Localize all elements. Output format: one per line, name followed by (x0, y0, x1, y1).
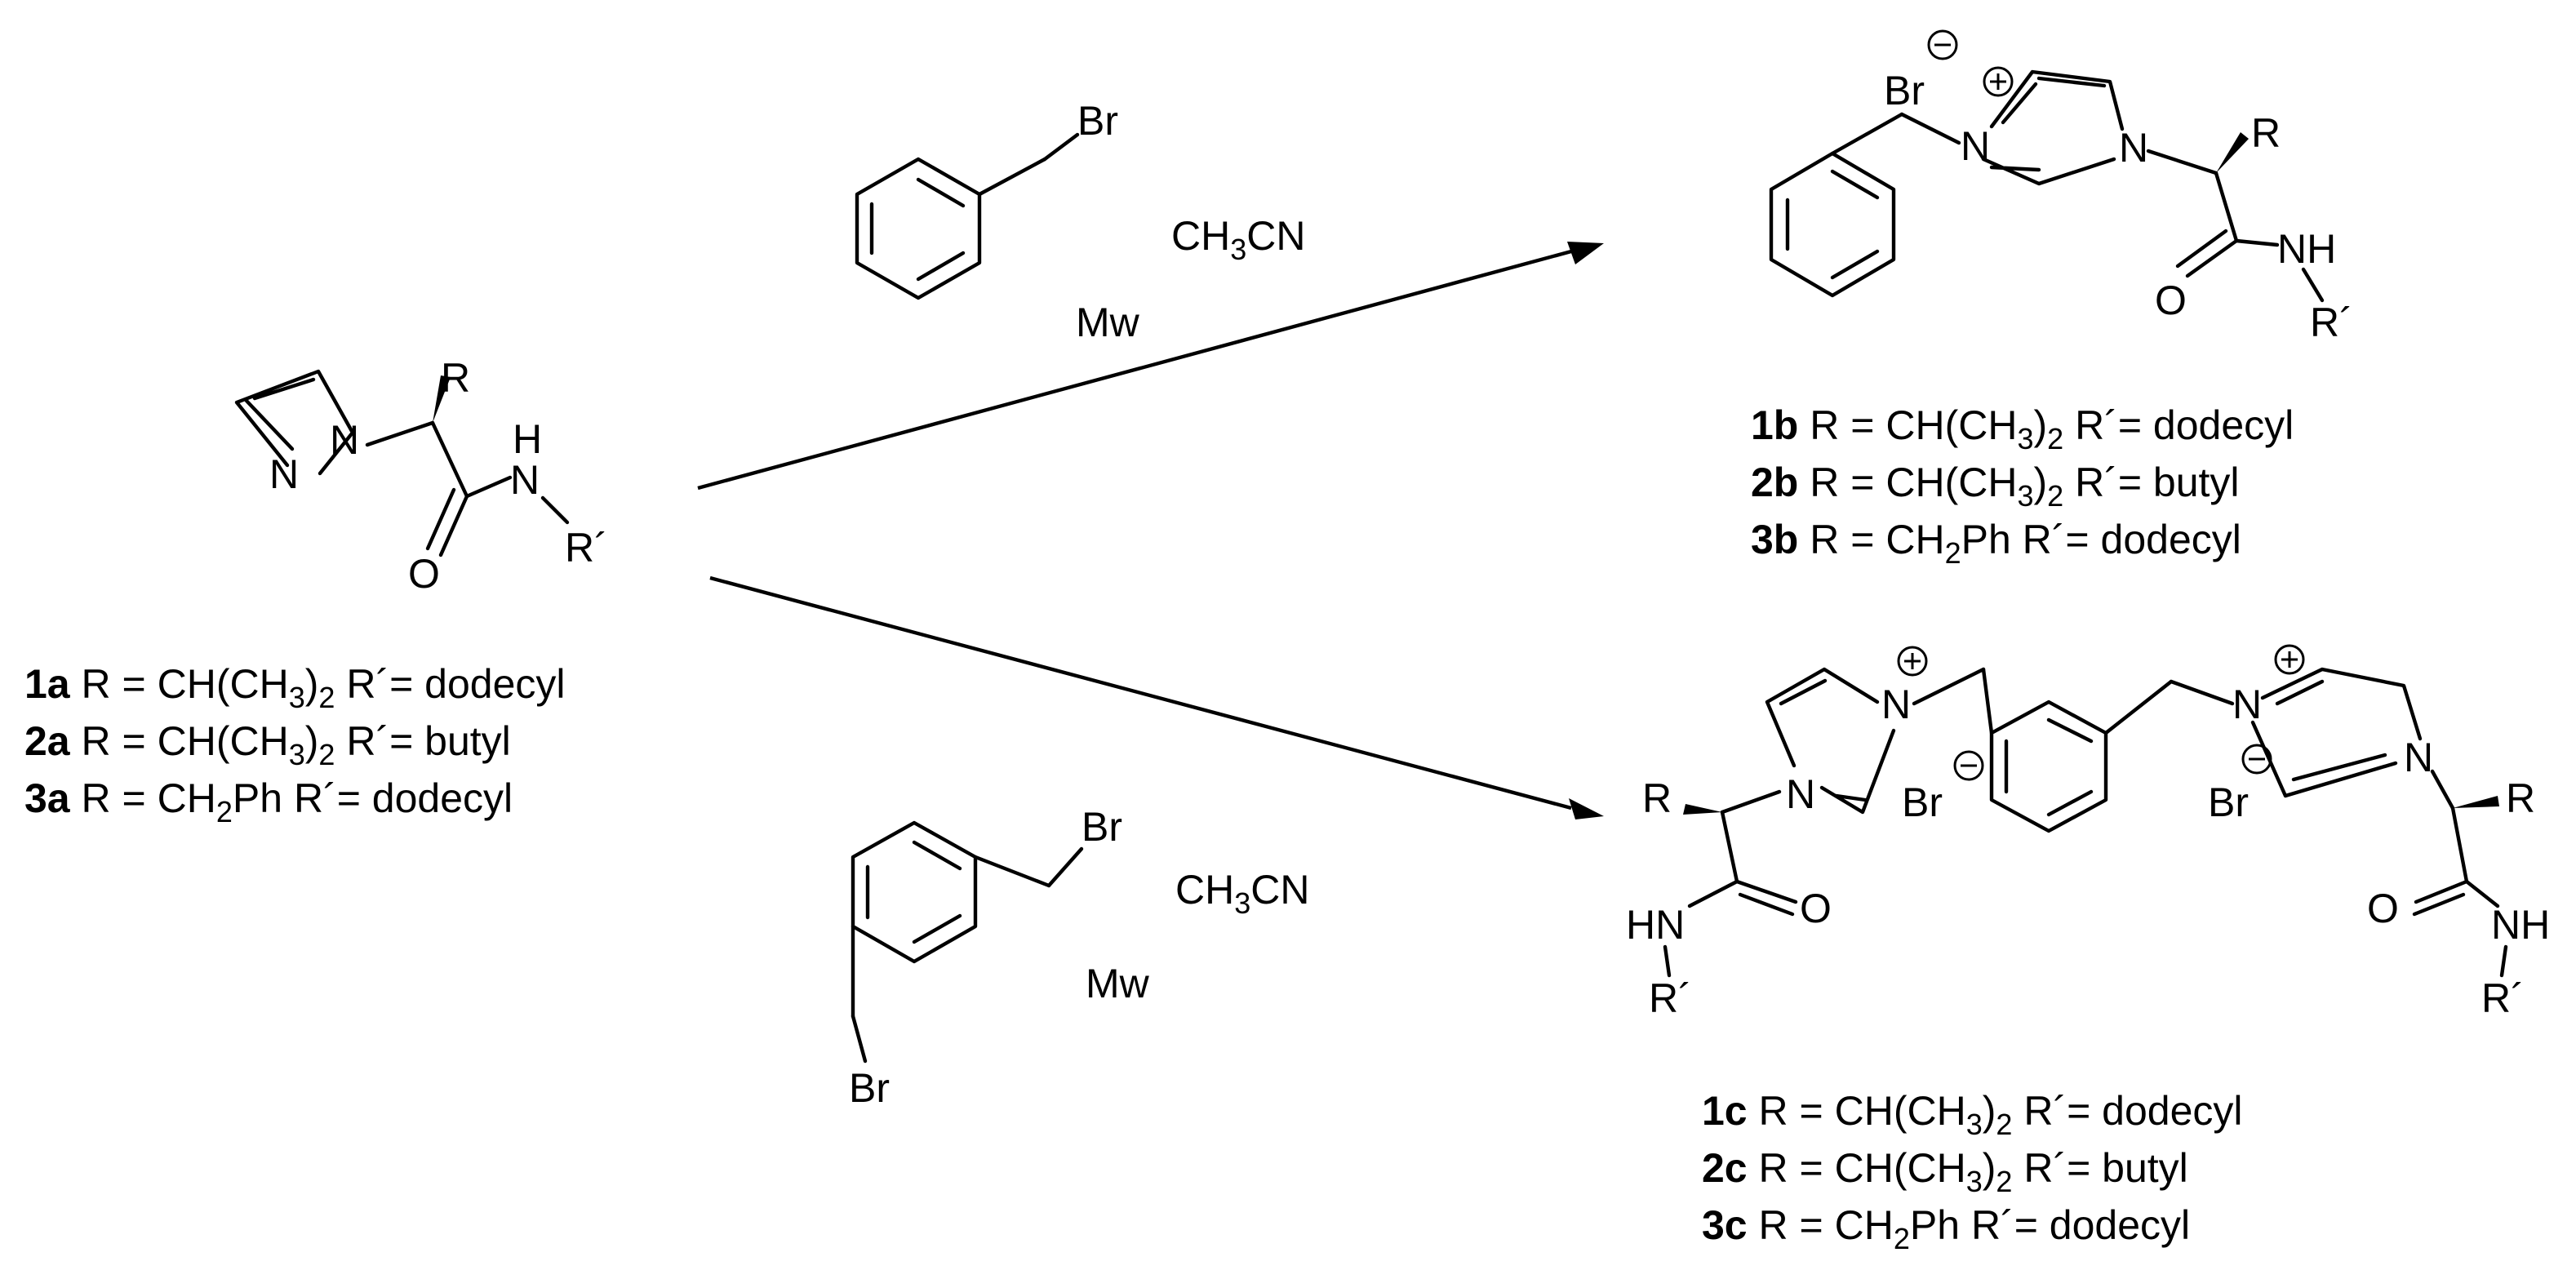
condition-top: Mw (1076, 300, 1140, 345)
compound-labels-c: 1c R = CH(CH3)2 R´= dodecyl 2c R = CH(CH… (1702, 1088, 2243, 1255)
arrow-to-b (697, 249, 1572, 491)
atom-label: N (330, 417, 359, 463)
atom-label: Br (849, 1065, 890, 1111)
benzyl-bromide-reagent: Br CH3CN Mw (855, 98, 1305, 345)
atom-label: Br (1902, 779, 1943, 825)
label-2b: 2b R = CH(CH3)2 R´= butyl (1751, 460, 2240, 513)
atom-label: Br (1884, 68, 1925, 113)
atom-label: O (2367, 886, 2399, 931)
atom-label: Br (1077, 98, 1118, 144)
label-3b: 3b R = CH2Ph R´= dodecyl (1751, 517, 2241, 570)
reaction-arrows (697, 242, 1604, 819)
label-1c: 1c R = CH(CH3)2 R´= dodecyl (1702, 1088, 2243, 1141)
atom-label: N (2232, 682, 2262, 727)
atom-label: N (1961, 123, 1990, 169)
atom-label: O (2155, 278, 2187, 323)
atom-label: R (2251, 110, 2281, 156)
label-3a: 3a R = CH2Ph R´= dodecyl (24, 775, 513, 828)
label-1a: 1a R = CH(CH3)2 R´= dodecyl (24, 661, 566, 714)
atom-label: R´ (2310, 300, 2353, 345)
product-b-structure: Br N N R O NH R´ (1769, 29, 2353, 345)
label-2c: 2c R = CH(CH3)2 R´= butyl (1702, 1145, 2188, 1198)
atom-label: HN (1626, 902, 1685, 948)
atom-label: O (1800, 886, 1832, 931)
solvent-top: CH3CN (1171, 213, 1305, 266)
compound-labels-b: 1b R = CH(CH3)2 R´= dodecyl 2b R = CH(CH… (1751, 402, 2294, 570)
dibromoxylene-reagent: Br Br CH3CN Mw (849, 804, 1309, 1111)
atom-label: R (1642, 775, 1672, 821)
product-c-structure: N N Br R O HN R´ N N Br R (1626, 644, 2550, 1021)
label-2a: 2a R = CH(CH3)2 R´= butyl (24, 718, 511, 771)
atom-label: Br (2208, 779, 2249, 825)
label-1b: 1b R = CH(CH3)2 R´= dodecyl (1751, 402, 2294, 455)
condition-bottom: Mw (1086, 961, 1150, 1006)
compound-labels-a: 1a R = CH(CH3)2 R´= dodecyl 2a R = CH(CH… (24, 661, 566, 828)
atom-label: NH (2491, 902, 2550, 948)
atom-label: N (2404, 735, 2433, 780)
atom-label: R´ (2481, 975, 2525, 1021)
atom-label: H (513, 416, 542, 462)
atom-label: NH (2277, 226, 2336, 272)
atom-label: Br (1081, 804, 1122, 850)
starting-material-structure: N N R O N H R´ (234, 355, 608, 597)
atom-label: R (441, 355, 470, 401)
label-3c: 3c R = CH2Ph R´= dodecyl (1702, 1202, 2190, 1255)
atom-label: R´ (1649, 975, 1692, 1021)
atom-label: O (408, 551, 440, 597)
atom-label: R (2506, 775, 2535, 821)
atom-label: N (269, 451, 299, 497)
solvent-bottom: CH3CN (1175, 867, 1309, 920)
arrow-to-c (709, 575, 1572, 811)
atom-label: N (1786, 771, 1815, 817)
atom-label: N (1881, 682, 1911, 727)
atom-label: N (2119, 125, 2148, 171)
atom-label: R´ (565, 525, 608, 571)
atom-label: N (510, 457, 540, 503)
